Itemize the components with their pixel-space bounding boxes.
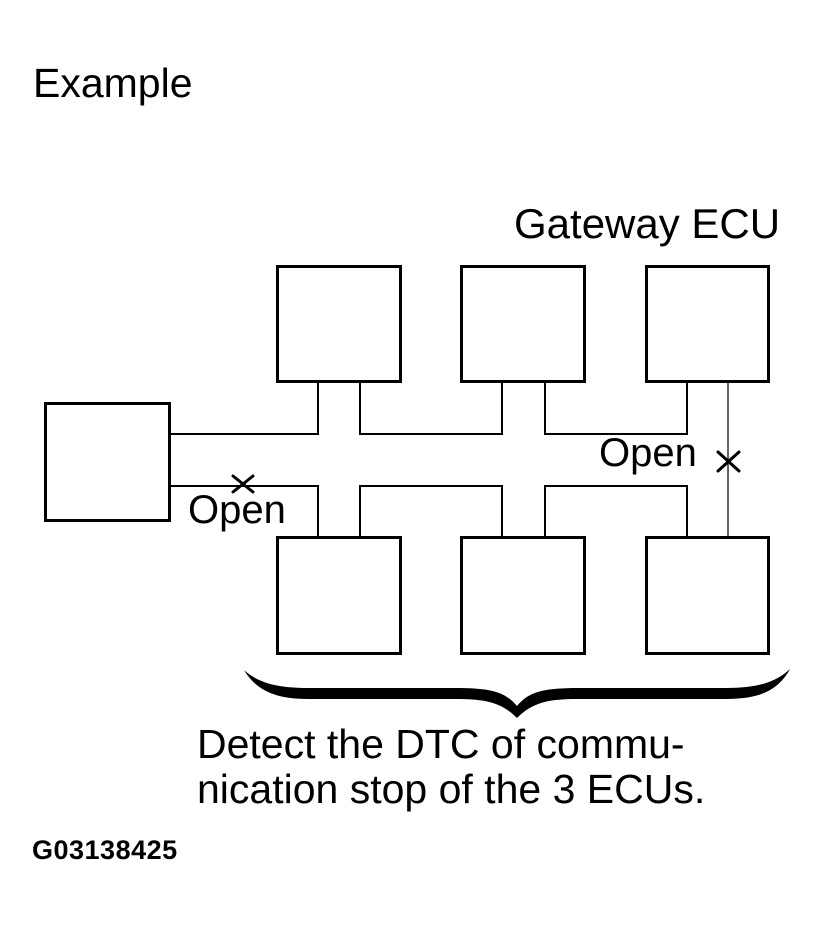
curly-brace-icon <box>244 669 790 718</box>
top-ecu-stub-wires <box>317 382 688 435</box>
ecu-box-left <box>44 402 171 522</box>
caption-line-2: nication stop of the 3 ECUs. <box>197 766 706 812</box>
open-circuit-x-icon-2 <box>716 450 741 473</box>
ecu-box-bottom-1 <box>276 536 402 655</box>
figure-code: G03138425 <box>32 835 178 865</box>
open-circuit-x-icon-1 <box>231 474 255 494</box>
ecu-box-bottom-2 <box>460 536 586 655</box>
ecu-box-top-2 <box>460 265 586 383</box>
open-label-1: Open <box>188 488 286 532</box>
open-label-2: Open <box>599 431 697 475</box>
ecu-box-bottom-3 <box>645 536 770 655</box>
gateway-ecu-label: Gateway ECU <box>514 200 781 247</box>
caption: Detect the DTC of commu- nication stop o… <box>197 722 705 812</box>
caption-line-1: Detect the DTC of commu- <box>197 721 685 767</box>
ecu-box-top-1 <box>276 265 402 383</box>
bottom-ecu-stub-wires <box>317 485 688 538</box>
figure-title: Example <box>33 60 193 106</box>
gateway-ecu-box <box>645 265 770 383</box>
